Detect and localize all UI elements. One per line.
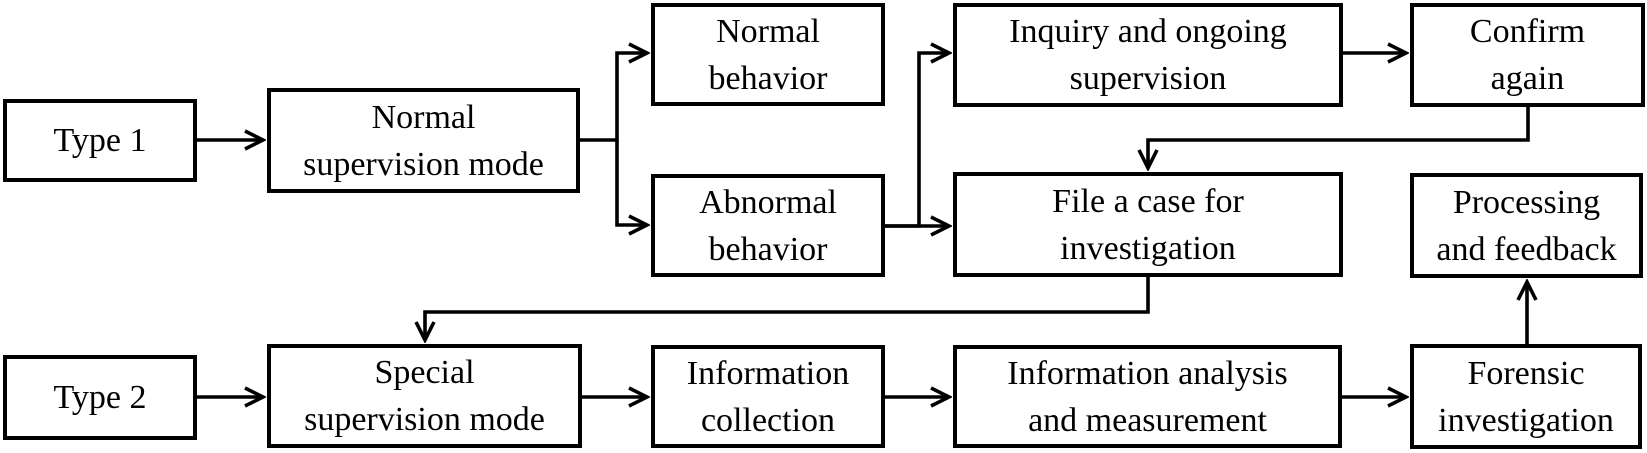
node-information-collection: Information collection xyxy=(651,345,885,448)
node-information-analysis-and-measurement: Information analysis and measurement xyxy=(953,345,1342,448)
edge-normal-supervision-to-abnormal-behavior xyxy=(615,140,647,225)
node-normal-behavior: Normal behavior xyxy=(651,3,885,106)
node-type-1: Type 1 xyxy=(3,99,197,182)
node-inquiry-and-ongoing-supervision: Inquiry and ongoing supervision xyxy=(953,3,1343,107)
node-forensic-investigation: Forensic investigation xyxy=(1410,344,1642,449)
node-normal-supervision-mode: Normal supervision mode xyxy=(267,88,580,193)
node-processing-and-feedback: Processing and feedback xyxy=(1410,173,1643,278)
edge-confirm-again-to-file-case xyxy=(1148,107,1530,168)
edge-normal-supervision-to-normal-behavior xyxy=(580,53,647,142)
edge-abnormal-behavior-to-inquiry xyxy=(885,53,949,228)
node-file-a-case-for-investigation: File a case for investigation xyxy=(953,172,1343,277)
edge-file-case-to-special-supervision xyxy=(425,277,1150,340)
node-type-2: Type 2 xyxy=(3,355,197,440)
node-special-supervision-mode: Special supervision mode xyxy=(267,344,582,448)
node-confirm-again: Confirm again xyxy=(1410,3,1645,107)
node-abnormal-behavior: Abnormal behavior xyxy=(651,174,885,277)
